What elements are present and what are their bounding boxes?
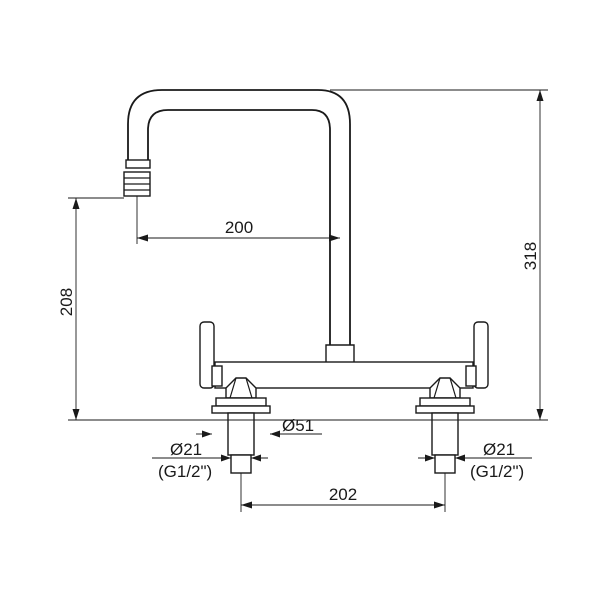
left-valve-body bbox=[211, 377, 271, 414]
dim-200-label: 200 bbox=[225, 218, 253, 237]
dim-200-line bbox=[137, 234, 340, 242]
bridge-body bbox=[214, 361, 474, 389]
dim-right-d21-line bbox=[418, 454, 532, 462]
left-handle bbox=[199, 321, 223, 389]
right-shank bbox=[431, 412, 459, 474]
left-shank bbox=[227, 412, 255, 474]
dim-d51-label: Ø51 bbox=[282, 416, 314, 435]
right-valve-body bbox=[415, 377, 475, 414]
dim-202-label: 202 bbox=[329, 485, 357, 504]
aerator bbox=[123, 171, 151, 197]
dim-left-d21-line bbox=[152, 454, 268, 462]
dim-318-line bbox=[536, 90, 544, 420]
dim-208-label: 208 bbox=[57, 288, 76, 316]
right-handle bbox=[465, 321, 489, 389]
dim-318-label: 318 bbox=[521, 242, 540, 270]
extension-lines bbox=[68, 89, 548, 512]
dim-left-thread-label: (G1/2") bbox=[158, 462, 212, 481]
dim-right-d21-label: Ø21 bbox=[483, 440, 515, 459]
dim-d51-line bbox=[196, 430, 322, 438]
dim-right-thread-label: (G1/2") bbox=[470, 462, 524, 481]
spout bbox=[125, 89, 351, 345]
dim-208-line bbox=[72, 198, 80, 420]
dim-left-d21-label: Ø21 bbox=[170, 440, 202, 459]
dim-202-line bbox=[241, 501, 445, 509]
